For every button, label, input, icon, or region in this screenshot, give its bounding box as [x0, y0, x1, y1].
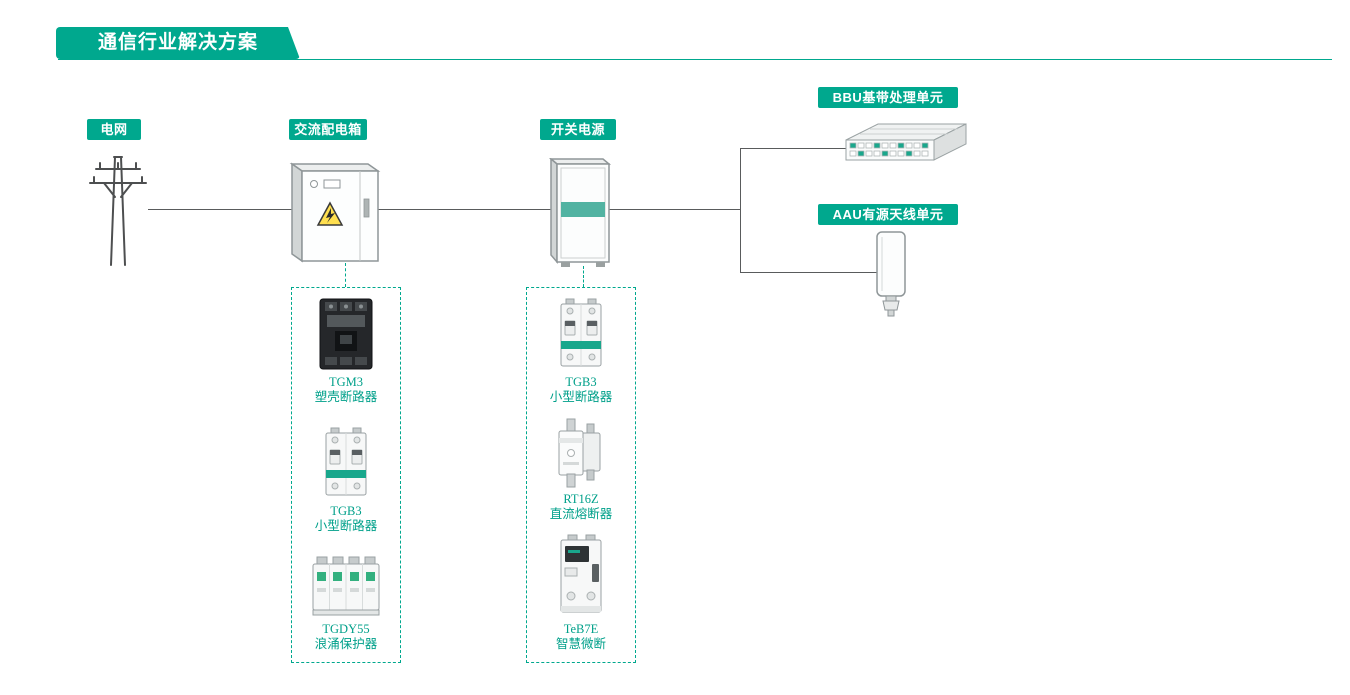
product-rt16z: RT16Z 直流熔断器 [549, 418, 613, 522]
miniature-breaker-icon [554, 297, 608, 371]
line-power-to-junction [600, 209, 741, 210]
aau-unit-icon [866, 230, 916, 320]
product-model: RT16Z [563, 491, 599, 506]
dashed-connector-acbox [345, 263, 346, 287]
product-model: TGB3 [565, 375, 597, 389]
product-name: 塑壳断路器 [314, 390, 378, 404]
line-junction-to-bbu [740, 148, 852, 149]
line-acbox-to-power [370, 209, 560, 210]
product-model: TGB3 [330, 503, 362, 518]
bbu-unit-icon [838, 118, 970, 164]
header-divider [58, 59, 1332, 60]
product-tgm3: TGM3 塑壳断路器 [314, 297, 378, 405]
node-badge-aau: AAU有源天线单元 [818, 204, 958, 225]
smart-breaker-icon [552, 534, 610, 618]
product-tgb3: TGB3 小型断路器 [314, 426, 378, 534]
dc-fuse-icon [554, 418, 608, 488]
line-grid-to-acbox [148, 209, 308, 210]
power-supply-cabinet-icon [543, 158, 613, 268]
product-name: 小型断路器 [314, 518, 378, 533]
product-name: 直流熔断器 [549, 506, 613, 521]
product-group-switching-power: TGB3 小型断路器 RT16Z 直流熔断器 [526, 287, 636, 663]
product-model: TeB7E [563, 622, 599, 636]
page-title-badge: 通信行业解决方案 [56, 27, 300, 59]
node-badge-power-grid: 电网 [87, 119, 141, 140]
product-tgdy55: TGDY55 浪涌保护器 [311, 554, 381, 652]
dashed-connector-power [583, 266, 584, 287]
product-name: 智慧微断 [555, 637, 606, 651]
line-junction-vertical [740, 148, 741, 273]
surge-protector-icon [311, 554, 381, 618]
power-pole-icon [88, 147, 148, 267]
node-badge-bbu: BBU基带处理单元 [818, 87, 958, 108]
product-model: TGDY55 [322, 622, 370, 636]
page-title: 通信行业解决方案 [97, 32, 258, 53]
product-model: TGM3 [328, 375, 363, 389]
molded-case-breaker-icon [317, 297, 375, 371]
node-badge-switching-power: 开关电源 [540, 119, 616, 140]
node-badge-ac-distribution-box: 交流配电箱 [289, 119, 367, 140]
product-teb7e: TeB7E 智慧微断 [552, 534, 610, 652]
miniature-breaker-icon [319, 426, 373, 500]
line-junction-to-aau [740, 272, 880, 273]
product-group-ac-distribution: TGM3 塑壳断路器 [291, 287, 401, 663]
distribution-cabinet-icon [280, 161, 386, 263]
product-name: 浪涌保护器 [314, 637, 378, 651]
product-name: 小型断路器 [549, 390, 613, 404]
product-tgb3-dc: TGB3 小型断路器 [549, 297, 613, 405]
